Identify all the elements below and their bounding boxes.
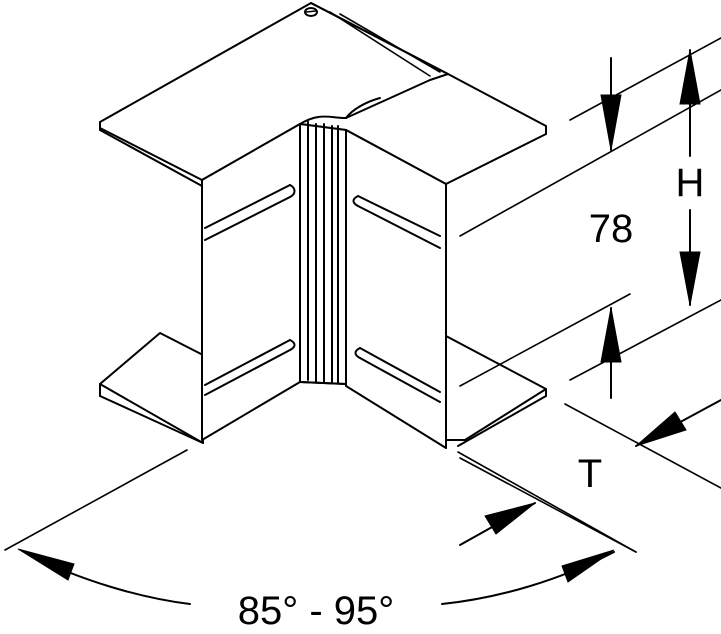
height-dimension: 78 H — [459, 37, 721, 399]
screw-icon — [304, 7, 318, 17]
top-cover — [99, 2, 547, 187]
height-value-label: 78 — [589, 207, 634, 251]
height-symbol-label: H — [676, 161, 705, 205]
arrow-left-icon — [635, 411, 687, 447]
angle-range-label: 85° - 95° — [238, 589, 395, 633]
arrow-up-icon — [679, 49, 701, 105]
arrow-right-icon — [484, 502, 536, 535]
arrow-down-icon — [679, 251, 701, 306]
bottom-flange-right — [445, 335, 547, 447]
arrow-down-icon — [600, 94, 622, 151]
arrow-up-icon — [600, 307, 622, 363]
arrow-left-icon — [17, 548, 75, 581]
bottom-flange-left — [99, 332, 204, 444]
corner-strip — [299, 121, 347, 385]
arrow-right-icon — [561, 549, 615, 583]
right-side-wall — [345, 129, 447, 449]
left-side-wall — [201, 123, 301, 441]
angle-dimension: 85° - 95° — [4, 449, 637, 633]
thickness-symbol-label: T — [578, 452, 602, 496]
